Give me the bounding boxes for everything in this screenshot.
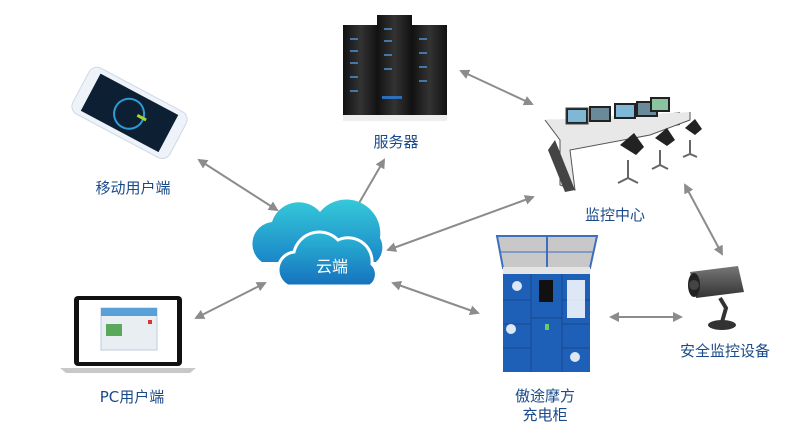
pc-user-label: PC用户端 xyxy=(99,388,165,406)
cabinet-label-line1: 傲途摩方 xyxy=(514,387,575,405)
arrow-mobile-cloud xyxy=(197,158,279,212)
cloud-icon xyxy=(252,199,383,288)
server-icon xyxy=(343,15,447,121)
arrow-server-cloud xyxy=(353,158,386,212)
charging-cabinet-icon xyxy=(495,235,599,372)
mobile-phone-icon xyxy=(71,66,188,159)
cloud-label: 云端 xyxy=(315,257,348,276)
server-label: 服务器 xyxy=(373,133,419,151)
arrow-monitor-camera xyxy=(684,183,723,256)
security-camera-icon xyxy=(688,266,744,330)
arrow-cloud-monitor xyxy=(386,195,535,252)
arrow-server-monitor xyxy=(459,69,534,106)
laptop-icon xyxy=(60,296,196,373)
connection-arrows xyxy=(194,69,723,322)
arrow-cloud-cabinet xyxy=(391,280,480,316)
mobile-user-label: 移动用户端 xyxy=(95,179,171,197)
monitor-center-icon xyxy=(544,97,702,192)
arrow-pc-cloud xyxy=(194,282,267,319)
monitor-center-label: 监控中心 xyxy=(584,206,645,224)
camera-label: 安全监控设备 xyxy=(679,342,770,360)
cabinet-label-line2: 充电柜 xyxy=(522,406,568,424)
